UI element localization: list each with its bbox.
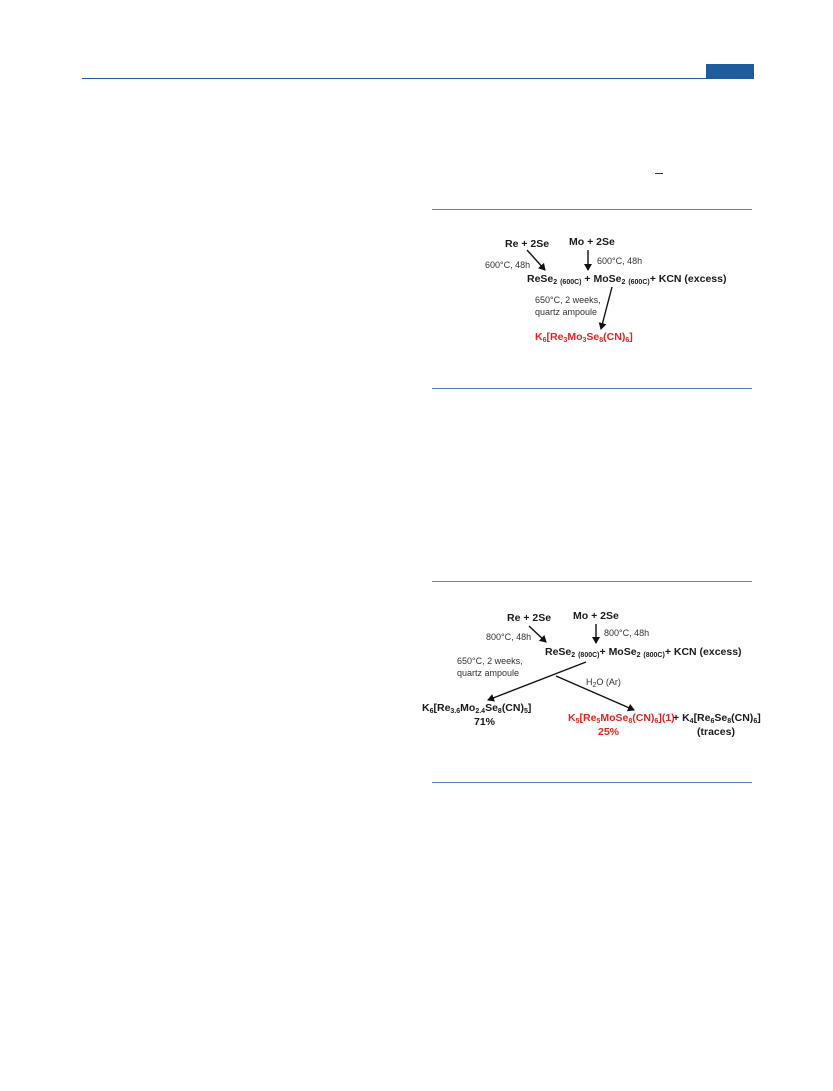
scheme2-product-mid: K5[Re5MoSe8(CN)6](1) — [568, 712, 675, 725]
scheme2-yield-mid: 25% — [598, 726, 620, 738]
scheme2-reactant-re: Re + 2Se — [507, 612, 552, 624]
scheme1-condition-final-1: 650°C, 2 weeks, — [535, 295, 601, 305]
scheme1-product: K6[Re3Mo3Se8(CN)6] — [535, 331, 633, 344]
overbar-mark — [655, 173, 663, 174]
scheme2-arrow-right — [555, 675, 635, 712]
scheme1-arrow-final — [598, 286, 613, 330]
scheme1-reactant-re: Re + 2Se — [505, 238, 550, 250]
scheme2-product-left: K6[Re3.6Mo2.4Se8(CN)5] — [422, 702, 532, 715]
scheme2-condition-mo: 800°C, 48h — [604, 628, 650, 638]
scheme2-top-rule — [432, 581, 752, 582]
scheme1-condition-mo: 600°C, 48h — [597, 256, 643, 266]
scheme2-yield-left: 71% — [474, 716, 496, 728]
header-rule — [82, 78, 754, 79]
scheme2-note-traces: (traces) — [697, 726, 735, 738]
scheme1-condition-final-2: quartz ampoule — [535, 307, 598, 317]
scheme2-arrow-left — [487, 661, 587, 702]
scheme1-reactant-mo: Mo + 2Se — [569, 236, 615, 248]
scheme1-condition-re: 600°C, 48h — [485, 260, 531, 270]
scheme2-bottom-rule — [432, 782, 752, 783]
scheme2-condition-left-1: 650°C, 2 weeks, — [457, 656, 523, 666]
scheme2-reactant-mo: Mo + 2Se — [573, 610, 619, 622]
scheme1-bottom-rule — [432, 388, 752, 389]
scheme2-product-right: + K4[Re6Se8(CN)6] — [673, 712, 761, 725]
scheme2-intermediate: ReSe2 (800C)+ MoSe2 (800C)+ KCN (excess) — [545, 646, 742, 659]
scheme2-condition-right: H2O (Ar) — [586, 677, 621, 690]
scheme2-arrow-re — [528, 625, 547, 643]
scheme1-intermediate: ReSe2 (600C) + MoSe2 (600C)+ KCN (excess… — [527, 273, 727, 286]
scheme2-condition-re: 800°C, 48h — [486, 632, 532, 642]
scheme1-arrow-re — [526, 249, 546, 271]
scheme2-condition-left-2: quartz ampoule — [457, 668, 520, 678]
scheme1-top-rule — [432, 209, 752, 210]
header-tab — [706, 64, 754, 78]
